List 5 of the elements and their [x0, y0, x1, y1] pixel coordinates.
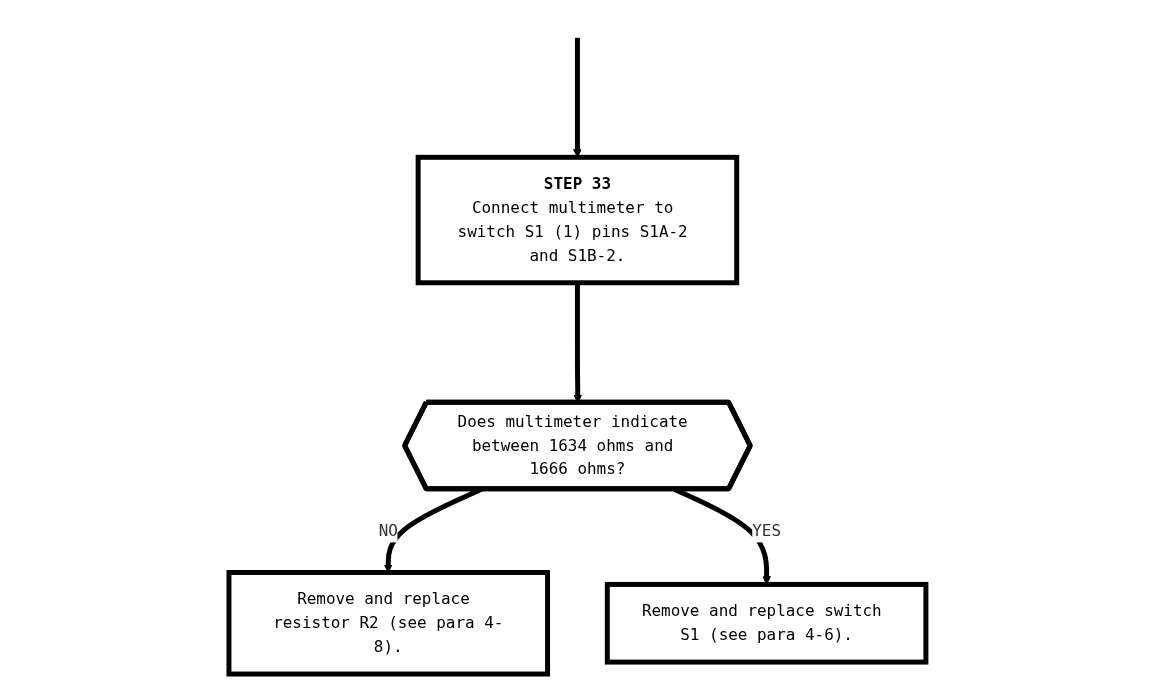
node-box: Remove and replace resistor R2 (see para 4-8). — [226, 570, 551, 677]
edge-label: NO — [378, 520, 398, 540]
node-box: Remove and replace switch S1 (see para 4-6). — [604, 581, 929, 665]
edge-label: YES — [752, 520, 782, 540]
node-box: STEP 33 Connect multimeter to switch S1 (1) pins S1A-2 and S1B-2. — [415, 154, 740, 286]
